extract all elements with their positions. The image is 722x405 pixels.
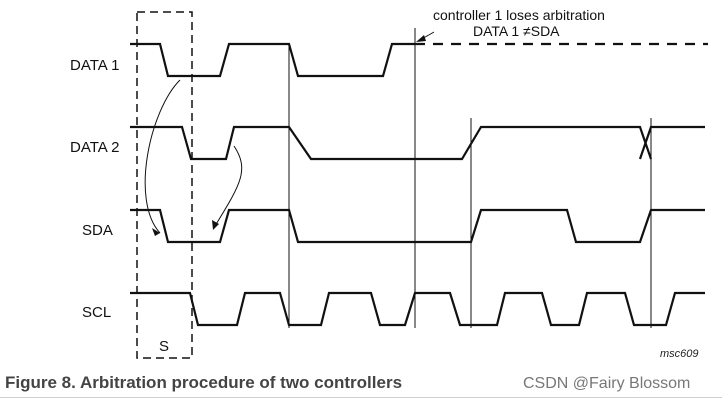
arrow-data2-to-sda <box>214 145 243 227</box>
start-label: S <box>159 338 169 355</box>
label-data1: DATA 1 <box>70 57 119 74</box>
label-scl: SCL <box>82 304 111 321</box>
start-condition-box <box>136 11 193 359</box>
waveform-data1 <box>130 42 415 78</box>
arbitration-pointer-head <box>416 35 426 42</box>
arrow-head-1 <box>152 228 160 236</box>
annotation-line2: DATA 1 ≠SDA <box>473 23 560 39</box>
waveform-data2 <box>130 125 653 161</box>
figure-ref: msc609 <box>660 348 699 360</box>
figure-caption: Figure 8. Arbitration procedure of two c… <box>5 373 403 392</box>
label-data2: DATA 2 <box>70 139 119 156</box>
waveform-sda <box>130 208 705 244</box>
arrow-data1-to-sda <box>144 79 181 234</box>
footer-divider <box>0 397 722 398</box>
waveform-data2-end <box>638 125 705 160</box>
waveform-scl <box>130 291 705 327</box>
watermark: CSDN @Fairy Blossom <box>523 375 691 392</box>
timing-diagram: DATA 1 DATA 2 SDA SCL S controller 1 los… <box>70 7 708 360</box>
label-sda: SDA <box>82 222 113 239</box>
arrow-head-2 <box>212 220 219 230</box>
annotation-line1: controller 1 loses arbitration <box>433 7 605 23</box>
